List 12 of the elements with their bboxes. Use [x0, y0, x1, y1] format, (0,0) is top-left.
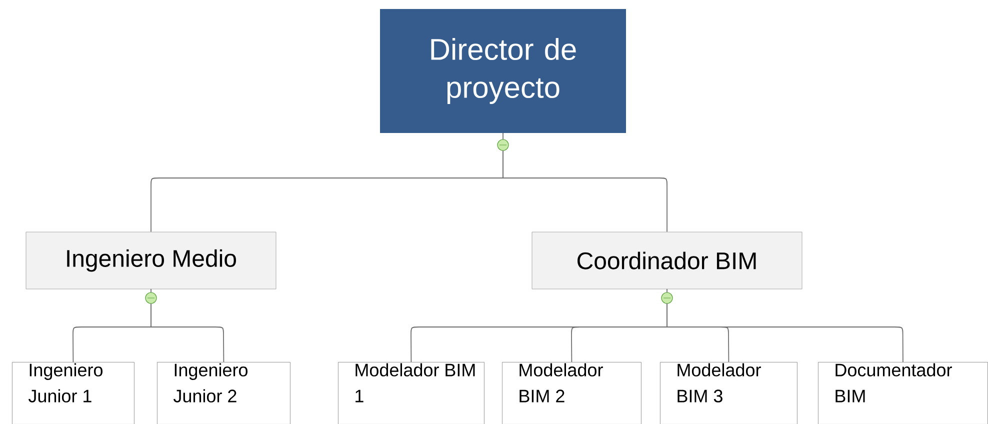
connector-line — [666, 303, 904, 362]
role-box: Modelador BIM 2 — [502, 362, 642, 424]
role-box: Ingeniero Junior 1 — [12, 362, 134, 424]
role-box: Documentador BIM — [818, 362, 988, 424]
role-box: Coordinador BIM — [532, 232, 802, 290]
role-box: Modelador BIM 3 — [660, 362, 798, 424]
role-box: Director de proyecto — [380, 9, 626, 133]
role-box: Ingeniero Medio — [26, 232, 276, 290]
connector-line — [502, 150, 668, 232]
role-box: Ingeniero Junior 2 — [157, 362, 290, 424]
role-box: Modelador BIM 1 — [338, 362, 484, 424]
connector-line — [150, 303, 224, 362]
